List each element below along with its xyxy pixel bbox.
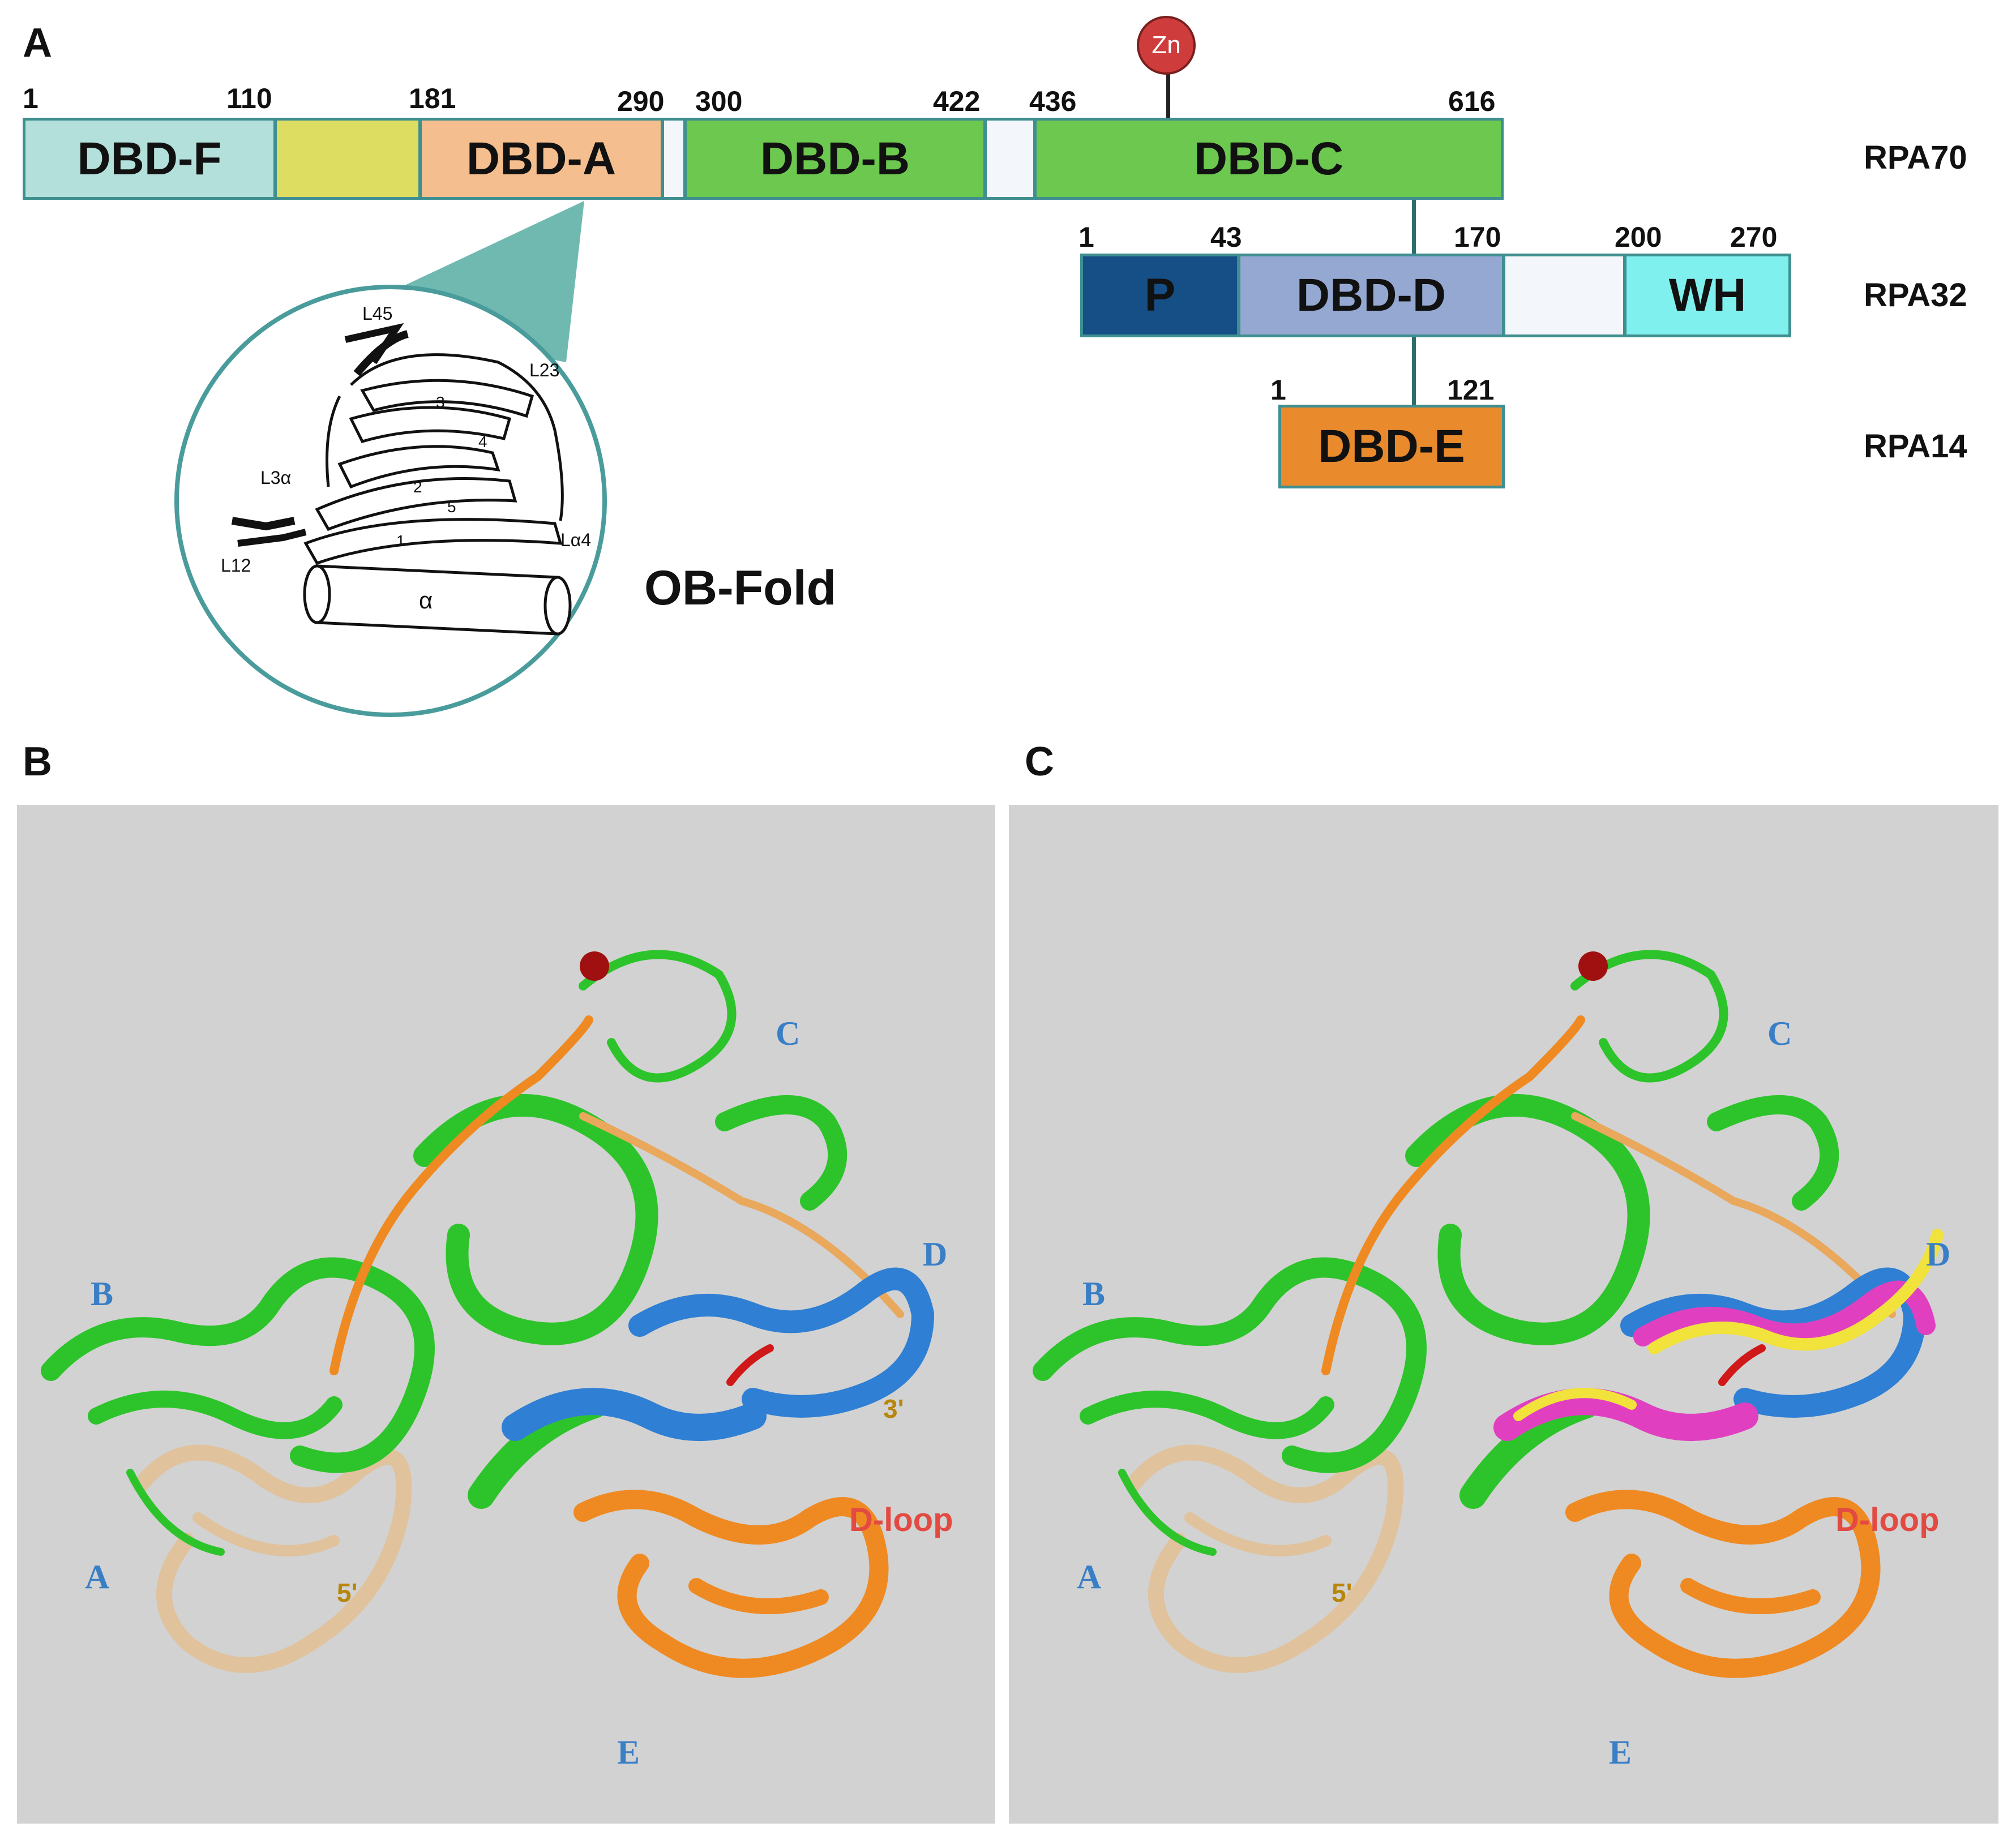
c-label-a: A [1077, 1558, 1102, 1595]
rpa70-pos-300: 300 [695, 85, 743, 117]
panel-c-structure: A B C D E D-loop 5' [1009, 805, 1998, 1824]
ob-fold-title: OB-Fold [644, 561, 837, 615]
panel-b-ribbons [41, 950, 935, 1678]
ob-fold-schematic [231, 323, 572, 636]
strand-1: 1 [396, 532, 405, 550]
c-label-c: C [1767, 1015, 1792, 1052]
panel-letter-a: A [23, 20, 52, 66]
strand-3: 3 [436, 393, 445, 411]
b-label-5prime: 5' [337, 1578, 358, 1607]
zn-sphere-c [1578, 951, 1608, 981]
loop-la4: Lα4 [560, 530, 591, 550]
b-label-c: C [776, 1015, 801, 1052]
panel-letter-b: B [23, 739, 52, 784]
loop-l23: L23 [529, 360, 559, 380]
zn-label: Zn [1152, 31, 1181, 59]
rpa70-pos-436: 436 [1029, 85, 1077, 117]
rpa32-pos-1: 1 [1078, 221, 1094, 253]
strand-5: 5 [447, 498, 456, 516]
b-label-a: A [85, 1558, 110, 1595]
rpa70-pos-616: 616 [1448, 85, 1496, 117]
panel-c-ribbons [1033, 950, 1944, 1678]
ob-fold-zoom: 1 2 3 4 5 L45 L23 L3α L12 Lα4 α [174, 201, 607, 717]
rpa32-pos-170: 170 [1454, 221, 1501, 253]
rpa70-dbd-c: DBD-C [1034, 118, 1504, 200]
b-label-b: B [91, 1275, 114, 1313]
panel-letter-c: C [1025, 739, 1054, 784]
rpa14-dbd-e: DBD-E [1278, 405, 1505, 488]
rpa32-pos-200: 200 [1615, 221, 1662, 253]
rpa14-pos-1: 1 [1270, 374, 1286, 406]
rpa70-dbd-b: DBD-B [684, 118, 986, 200]
b-label-e: E [617, 1734, 640, 1771]
rpa32-wh: WH [1624, 254, 1791, 337]
rpa70-dbd-f: DBD-F [23, 118, 276, 200]
rpa70-label: RPA70 [1864, 139, 1967, 176]
zn-circle: Zn [1137, 16, 1196, 75]
b-label-3prime: 3' [883, 1394, 904, 1423]
rpa14-pos-121: 121 [1447, 374, 1495, 406]
rpa32-pos-43: 43 [1210, 221, 1242, 253]
rpa14-label: RPA14 [1864, 428, 1967, 465]
b-label-d: D [923, 1236, 948, 1273]
rpa70-pos-110: 110 [226, 83, 272, 114]
rpa32-dbd-d: DBD-D [1238, 254, 1505, 337]
rpa32-p: P [1080, 254, 1240, 337]
c-label-dloop: D-loop [1835, 1502, 1940, 1538]
rpa70-pos-422: 422 [933, 85, 981, 117]
rpa70-pos-1: 1 [23, 83, 38, 114]
rpa32-pos-270: 270 [1730, 221, 1778, 253]
connector-rpa70-rpa32 [1412, 200, 1416, 255]
zn-stem [1166, 68, 1170, 119]
panel-b-structure: A B C D E D-loop 3' 5' [17, 805, 995, 1824]
rpa70-dbd-a: DBD-A [419, 118, 664, 200]
connector-rpa32-rpa14 [1412, 337, 1416, 406]
loop-l45: L45 [362, 303, 392, 324]
loop-l3a: L3α [260, 467, 291, 488]
rpa32-label: RPA32 [1864, 277, 1967, 314]
c-label-d: D [1926, 1236, 1951, 1273]
helix-alpha: α [419, 587, 433, 614]
zn-sphere-b [580, 951, 609, 981]
b-label-dloop: D-loop [849, 1502, 953, 1538]
loop-l12: L12 [221, 555, 251, 576]
strand-2: 2 [413, 478, 422, 496]
rpa70-pos-290: 290 [617, 85, 665, 117]
c-label-5prime: 5' [1332, 1578, 1352, 1607]
rpa70-pos-181: 181 [409, 83, 456, 114]
strand-4: 4 [478, 433, 487, 451]
c-label-e: E [1609, 1734, 1632, 1771]
c-label-b: B [1082, 1275, 1106, 1313]
rpa70-linker-1 [274, 118, 421, 200]
